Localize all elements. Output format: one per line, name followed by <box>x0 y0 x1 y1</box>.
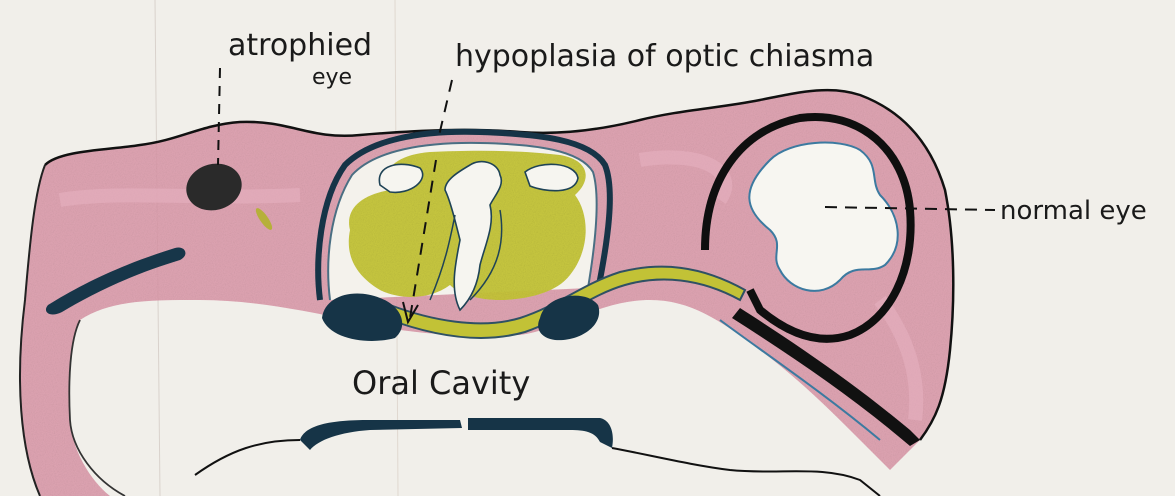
label-oral-cavity: Oral Cavity <box>352 364 530 402</box>
palate-bone-right <box>468 418 613 448</box>
label-atrophied-eye: eye <box>312 65 352 90</box>
tongue-outline <box>195 440 880 496</box>
label-normal-eye: normal eye <box>1000 196 1147 226</box>
label-atrophied: atrophied <box>228 28 372 63</box>
palate-bone-left <box>300 420 462 450</box>
label-hypoplasia: hypoplasia of optic chiasma <box>455 39 874 74</box>
right-optic-loop <box>525 164 578 190</box>
